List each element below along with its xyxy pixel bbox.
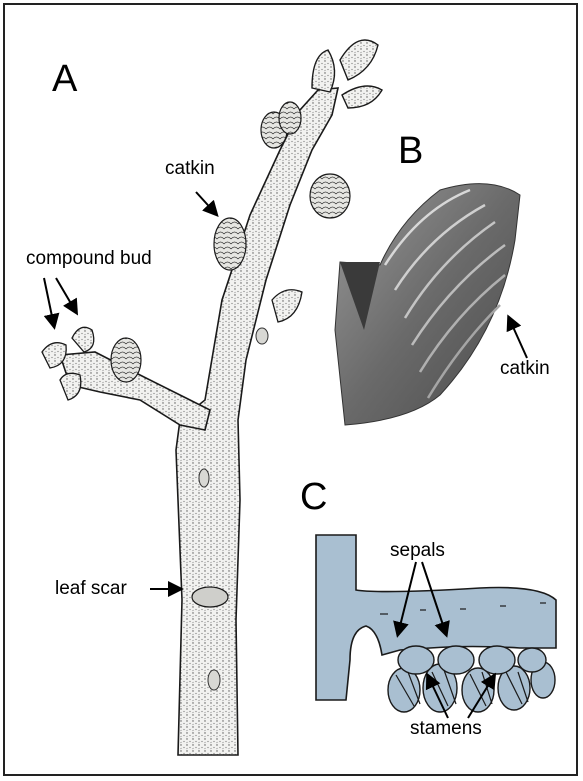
sepal (438, 646, 474, 674)
leaf-scar-mark (192, 587, 228, 607)
catkin-photo-arrow (509, 318, 527, 358)
compound-bud-arrow-left (44, 278, 54, 326)
bark-lenticel (256, 328, 268, 344)
compound-bud-arrow-right (56, 278, 76, 312)
terminal-bud (340, 40, 378, 80)
sepal (518, 648, 546, 672)
label-stamens: stamens (410, 718, 482, 740)
terminal-bud (342, 86, 382, 108)
bark-lenticel (199, 469, 209, 487)
catkin-cluster (310, 174, 350, 218)
catkin-cluster (214, 218, 246, 270)
catkin-cluster (279, 102, 301, 134)
panel-label-c: C (300, 476, 327, 519)
catkin-arrow (196, 192, 216, 214)
label-leaf-scar: leaf scar (55, 578, 127, 600)
compound-bud-lower (60, 373, 81, 400)
bark-lenticel (208, 670, 220, 690)
label-catkin-b: catkin (500, 358, 550, 380)
label-catkin-a: catkin (165, 158, 215, 180)
lateral-bud (272, 290, 302, 322)
catkin-photo (335, 184, 520, 425)
terminal-bud (312, 50, 335, 92)
sepal (479, 646, 515, 674)
panel-label-a: A (52, 58, 77, 101)
sepal (398, 646, 434, 674)
panel-label-b: B (398, 130, 423, 173)
label-sepals: sepals (390, 540, 445, 562)
catkin-cluster (111, 338, 141, 382)
compound-bud-top (72, 327, 94, 352)
label-compound-bud: compound bud (26, 248, 152, 270)
